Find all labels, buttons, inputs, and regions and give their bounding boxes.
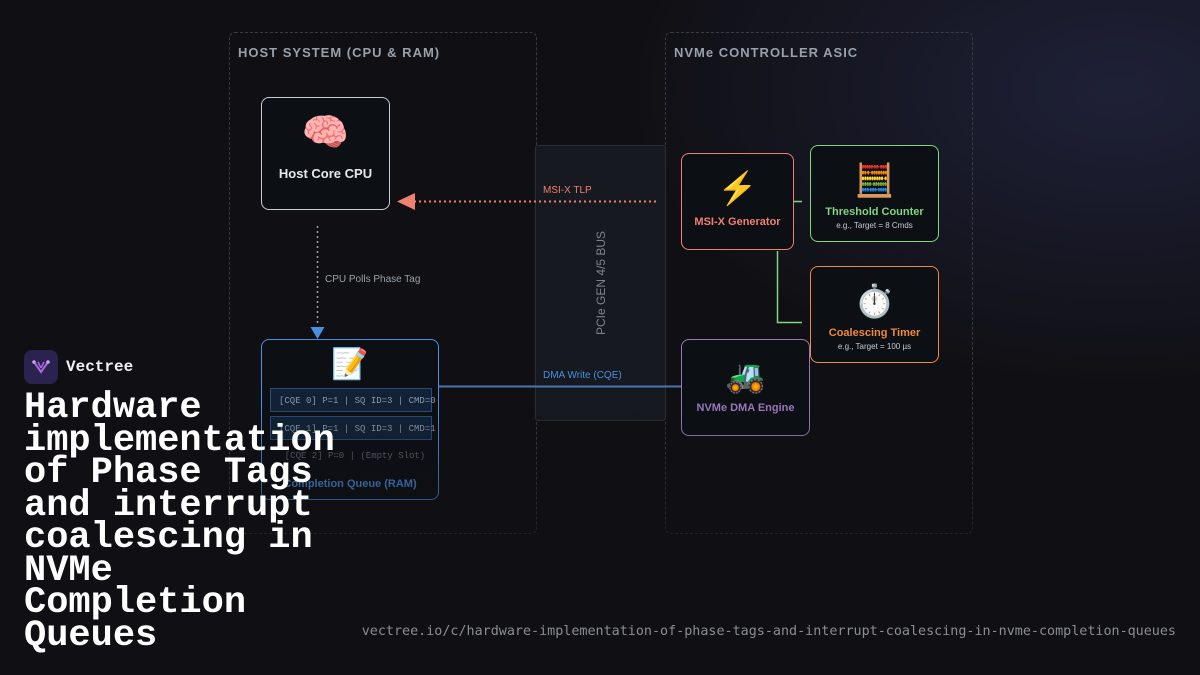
coalescing-timer-node: ⏱️ Coalescing Timer e.g., Target = 100 µ…: [810, 266, 939, 363]
stopwatch-icon: ⏱️: [854, 283, 895, 319]
lightning-icon: ⚡: [717, 170, 758, 206]
coalescing-timer-label: Coalescing Timer: [828, 327, 921, 339]
msix-generator-label: MSI-X Generator: [694, 216, 781, 228]
poll-label: CPU Polls Phase Tag: [325, 274, 421, 285]
memo-icon: 📝: [331, 348, 369, 381]
threshold-counter-node: 🧮 Threshold Counter e.g., Target = 8 Cmd…: [810, 145, 939, 242]
dma-write-label: DMA Write (CQE): [543, 370, 622, 381]
abacus-icon: 🧮: [854, 162, 895, 198]
source-url[interactable]: vectree.io/c/hardware-implementation-of-…: [361, 624, 1176, 639]
msix-generator-node: ⚡ MSI-X Generator: [681, 153, 794, 250]
msix-tlp-arrow: [397, 193, 656, 210]
brand[interactable]: Vectree: [24, 350, 133, 384]
threshold-counter-label: Threshold Counter: [825, 206, 924, 218]
vectree-logo-icon: [24, 350, 58, 384]
threshold-counter-sub: e.g., Target = 8 Cmds: [836, 221, 913, 230]
brain-icon: 🧠: [301, 112, 350, 154]
msix-tlp-label: MSI-X TLP: [543, 185, 592, 196]
host-cpu-node: 🧠 Host Core CPU: [261, 97, 390, 210]
poll-arrow: [310, 226, 325, 339]
dma-engine-node: 🚜 NVMe DMA Engine: [681, 339, 810, 436]
coalescing-timer-sub: e.g., Target = 100 µs: [837, 342, 912, 351]
host-cpu-label: Host Core CPU: [278, 166, 373, 181]
brand-name: Vectree: [66, 358, 134, 376]
tractor-icon: 🚜: [725, 358, 766, 394]
page-title: Hardware implementation of Phase Tags an…: [24, 387, 335, 657]
dma-engine-label: NVMe DMA Engine: [696, 402, 795, 414]
